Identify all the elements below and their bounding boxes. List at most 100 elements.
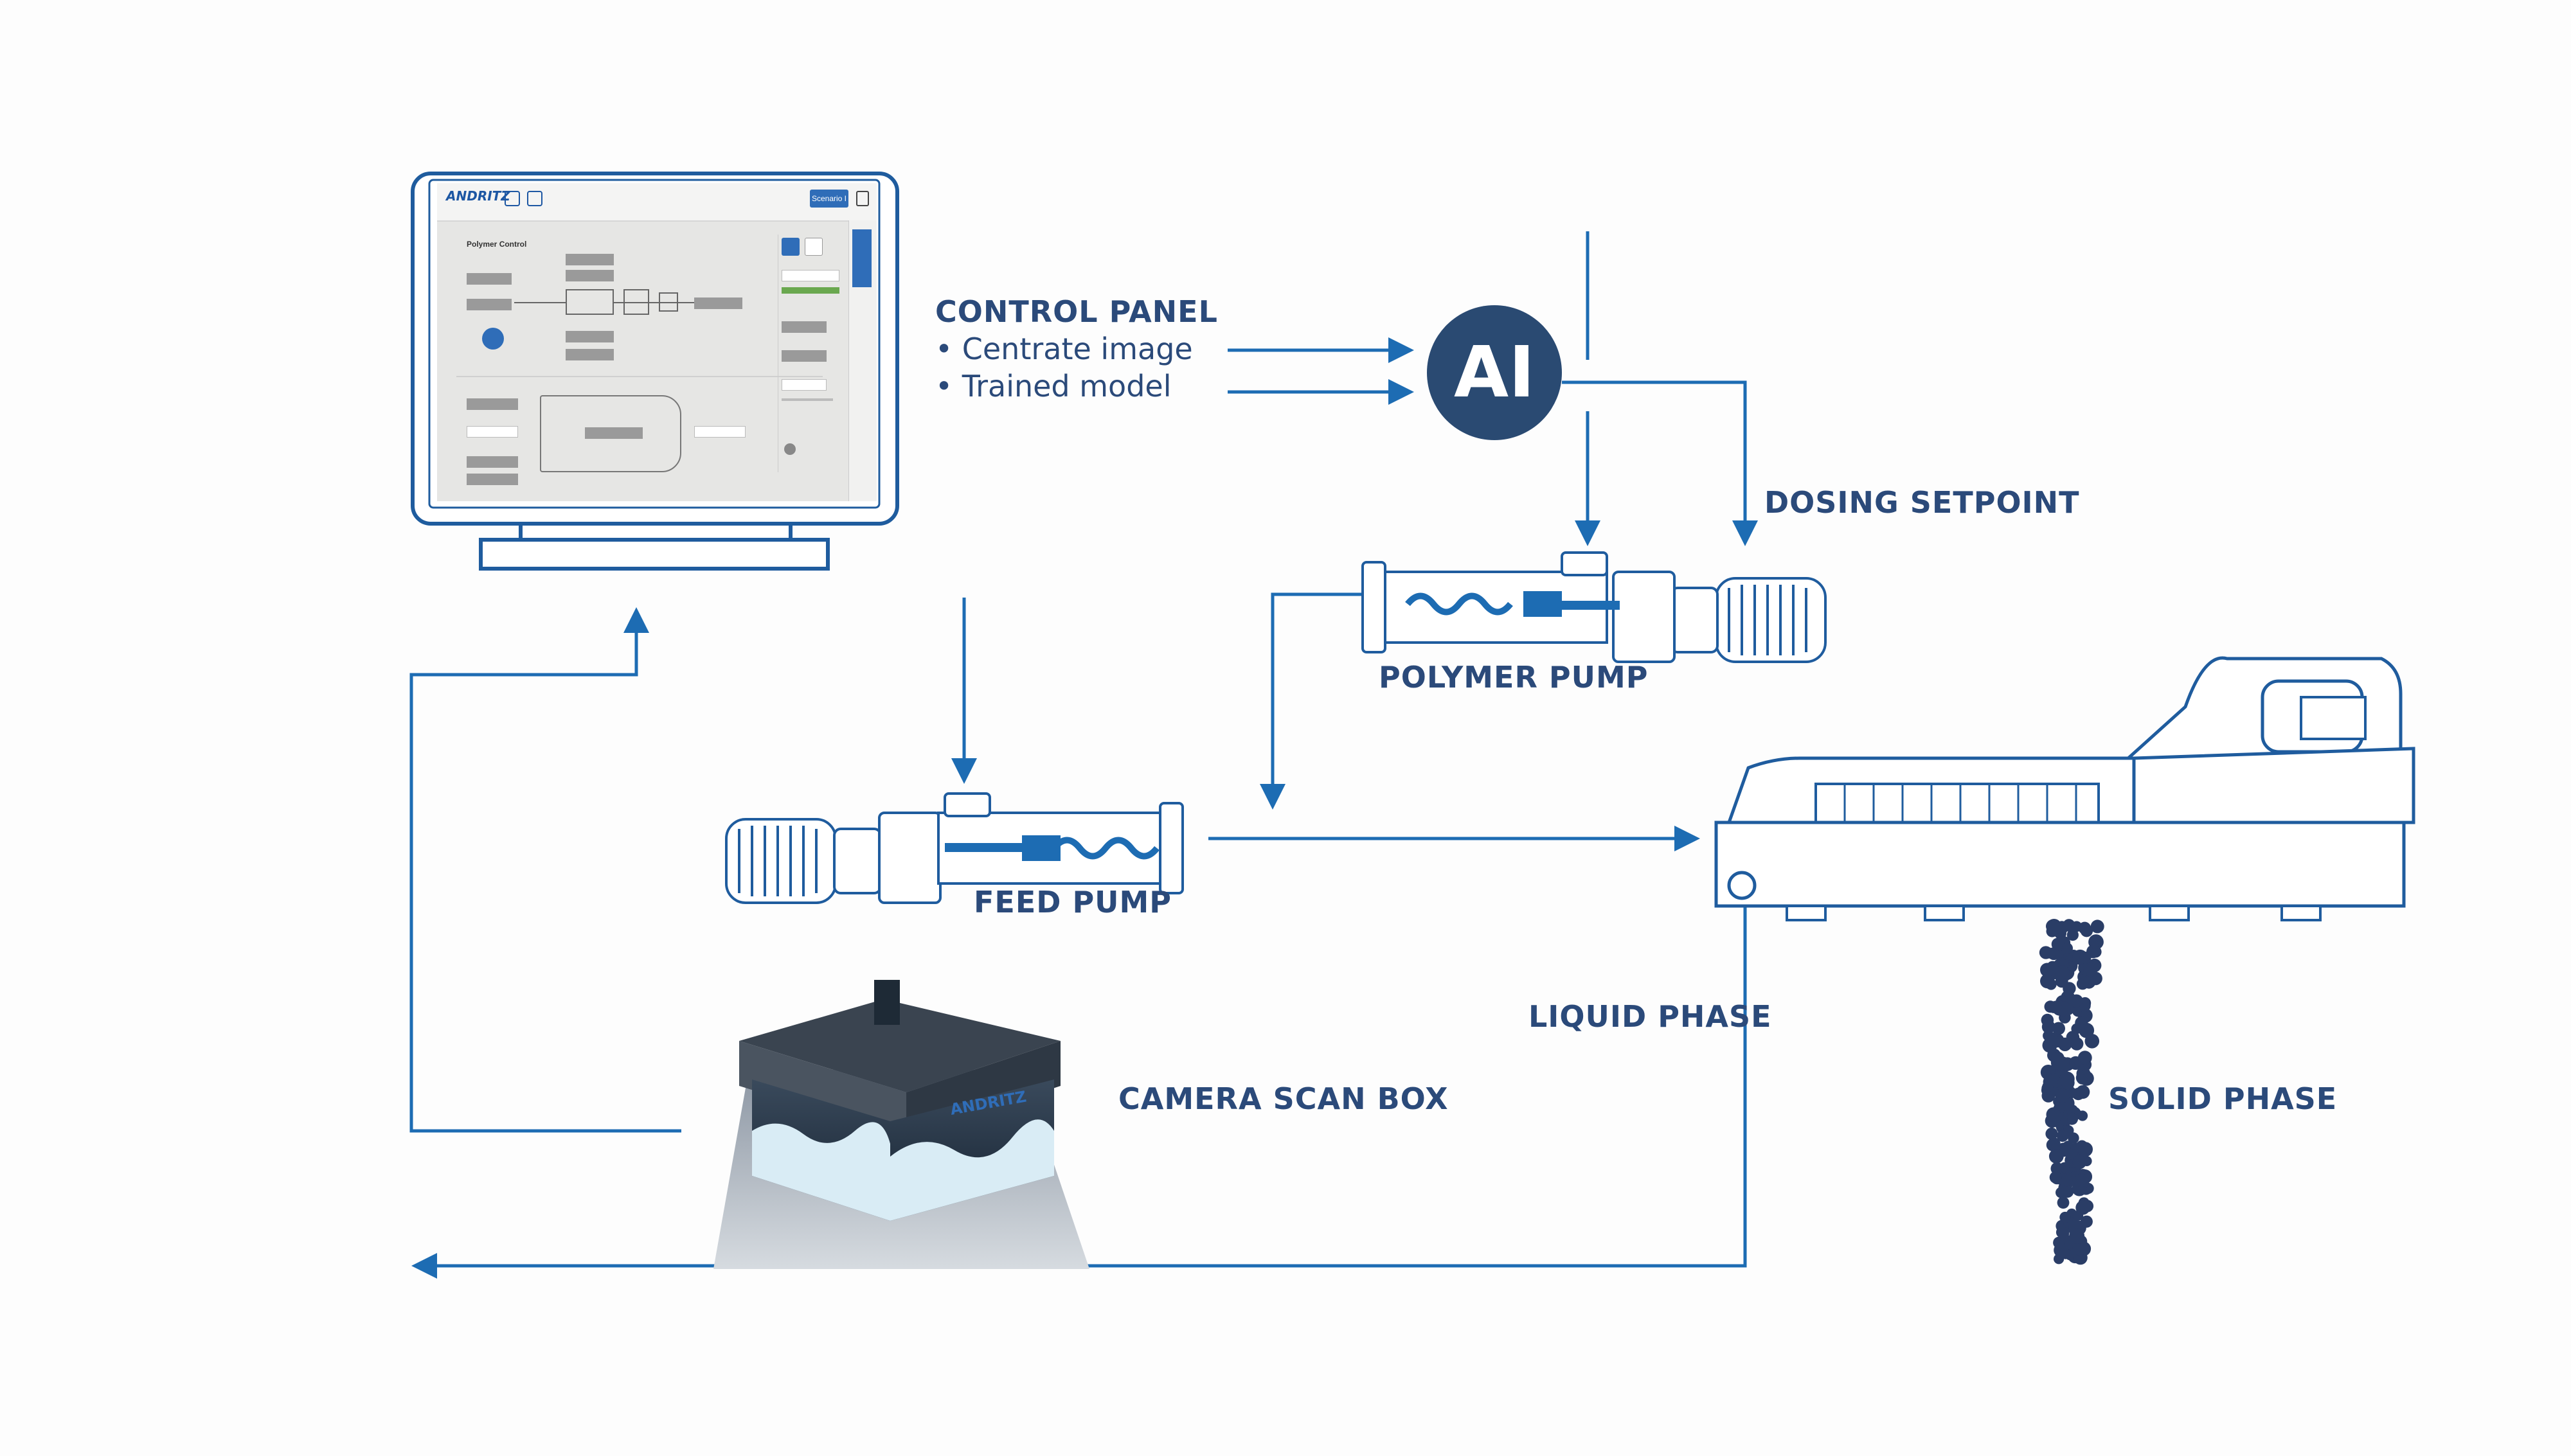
solid-particle (2069, 1228, 2085, 1244)
sidebar-active-tab[interactable] (852, 229, 872, 287)
polymer-pump (1361, 551, 1827, 663)
solid-particle (2074, 1173, 2089, 1187)
solid-particle (2056, 1130, 2069, 1142)
polymer-pump-label: POLYMER PUMP (1379, 660, 1649, 695)
solid-particle (2041, 1013, 2054, 1027)
solid-particle (2070, 994, 2083, 1008)
control-panel-screen: ANDRITZ Scenario I Polymer Control (437, 183, 877, 501)
level-bar (782, 287, 839, 294)
solid-particle (2090, 919, 2104, 934)
control-panel-label: CONTROL PANEL (935, 294, 1218, 329)
control-panel-item-2: • Trained model (935, 369, 1172, 404)
solid-particle (2050, 1000, 2062, 1012)
solid-particle (2061, 1076, 2075, 1090)
arrow-dosing-setpoint (1562, 380, 1758, 546)
value-box (694, 426, 746, 438)
value-box (467, 273, 512, 285)
solid-particle (2079, 952, 2092, 964)
solid-particle (2065, 1112, 2079, 1125)
feed-pump (725, 792, 1184, 904)
solid-particle (2054, 1243, 2068, 1257)
solid-phase-particles (2039, 919, 2104, 1265)
value-box (782, 270, 839, 281)
centrifuge-schematic (540, 395, 681, 472)
value-box (585, 427, 643, 439)
solid-particle (2047, 961, 2058, 973)
ai-label: AI (1453, 331, 1536, 413)
solid-particle (2046, 1107, 2061, 1122)
solid-particle (2077, 1243, 2089, 1255)
value-box (467, 426, 518, 438)
solid-particle (2045, 979, 2057, 990)
solid-particle (2088, 934, 2104, 950)
camera-icon[interactable] (805, 238, 823, 256)
value-box (467, 299, 512, 310)
dosing-setpoint-label: DOSING SETPOINT (1764, 485, 2080, 520)
value-box (782, 321, 827, 333)
solid-particle (2051, 937, 2065, 951)
solid-particle (2079, 1146, 2090, 1157)
solid-particle (2041, 1089, 2056, 1103)
solid-phase-label: SOLID PHASE (2108, 1081, 2338, 1116)
solid-particle (2061, 1174, 2073, 1187)
solid-particle (2077, 1074, 2088, 1085)
solid-particle (2052, 1022, 2065, 1035)
screen-divider (456, 376, 823, 377)
slider-track[interactable] (782, 398, 833, 401)
value-box (566, 331, 614, 342)
solid-particle (2083, 963, 2097, 977)
solid-particle (2070, 1037, 2084, 1051)
process-block (566, 289, 614, 315)
solid-particle (2059, 1211, 2071, 1223)
solid-particle (2049, 1171, 2062, 1184)
solid-particle (2077, 1051, 2092, 1065)
solid-particle (2068, 1132, 2079, 1144)
refresh-icon[interactable] (505, 191, 520, 206)
value-box (566, 270, 614, 281)
solid-particle (2045, 1127, 2058, 1141)
value-box (467, 398, 518, 410)
solid-particle (2055, 1088, 2070, 1103)
camera-scan-box: ANDRITZ (713, 980, 1089, 1269)
value-box (467, 474, 518, 485)
solid-particle (2056, 965, 2070, 979)
solid-particle (2062, 943, 2073, 954)
user-icon[interactable] (856, 191, 869, 206)
solid-particle (2072, 1087, 2085, 1101)
value-box (566, 254, 614, 265)
solid-particle (2056, 1187, 2066, 1198)
value-box (694, 297, 742, 309)
solid-particle (2080, 925, 2093, 937)
control-panel-item-1: • Centrate image (935, 332, 1193, 366)
solid-particle (2058, 1037, 2072, 1051)
value-box (782, 350, 827, 362)
value-box (782, 379, 827, 391)
arrow-liquid-phase (411, 893, 1747, 1279)
feed-pump-label: FEED PUMP (974, 885, 1172, 919)
arrow-polymer-out (1260, 592, 1372, 810)
polymer-icon[interactable] (782, 238, 800, 256)
camera-scan-box-label: CAMERA SCAN BOX (1118, 1081, 1449, 1116)
solid-particle (2072, 1155, 2087, 1169)
ai-node (1427, 305, 1562, 440)
solid-particle (2066, 929, 2079, 941)
value-box (566, 349, 614, 360)
window-icon[interactable] (527, 191, 542, 206)
solid-particle (2057, 1196, 2070, 1209)
scenario-button[interactable]: Scenario I (810, 190, 848, 208)
arrow-camera-to-monitor (409, 607, 681, 1133)
control-active-indicator[interactable] (784, 443, 796, 455)
screen-title: Polymer Control (467, 240, 527, 249)
process-line (614, 302, 694, 303)
solid-particle (2076, 978, 2089, 990)
right-panel (778, 235, 843, 472)
solid-particle (2075, 1200, 2090, 1215)
solid-particle (2046, 919, 2062, 934)
solid-particle (2042, 1081, 2054, 1092)
liquid-phase-label: LIQUID PHASE (1528, 999, 1772, 1034)
camera-status-icon[interactable] (482, 328, 504, 350)
process-line (514, 302, 566, 303)
solid-particle (2051, 1051, 2065, 1065)
screen-brand: ANDRITZ (446, 188, 510, 204)
